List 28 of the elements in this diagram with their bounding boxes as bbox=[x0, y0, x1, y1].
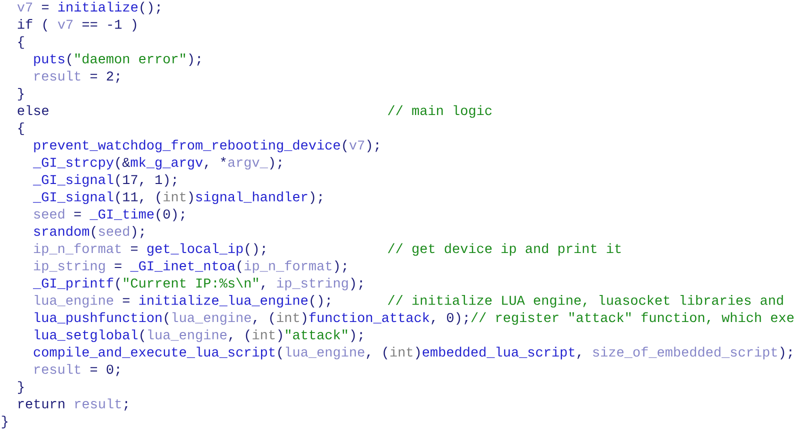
code-line: prevent_watchdog_from_rebooting_device(v7); bbox=[34, 140, 378, 152]
code-line: result = 0; bbox=[34, 364, 120, 376]
code-line: } bbox=[18, 88, 24, 101]
code-line: lua_engine = initialize_lua_engine(); bbox=[34, 294, 330, 308]
code-line: result = 2; bbox=[34, 70, 120, 83]
code-line: _GI_printf("Current IP:%s\n", ip_string); bbox=[32, 278, 362, 290]
code-comment: // get device ip and print it bbox=[388, 243, 621, 256]
code-line: ip_string = _GI_inet_ntoa(ip_n_format); bbox=[34, 260, 346, 274]
code-line: compile_and_execute_lua_script(lua_engine, (int)embedded_lua_script, size_of_embedded_script); bbox=[34, 346, 792, 360]
code-line: } bbox=[18, 381, 24, 394]
code-line: { bbox=[18, 36, 24, 49]
code-comment: // main logic bbox=[388, 105, 492, 118]
code-line: lua_setglobal(lua_engine, (int)"attack"); bbox=[34, 329, 362, 342]
code-line: { bbox=[18, 122, 24, 136]
code-line: else bbox=[18, 105, 48, 116]
code-line: srandom(seed); bbox=[34, 226, 144, 239]
code-line: lua_pushfunction(lua_engine, (int)function_attack, 0);// register "attack" function, which exe bbox=[34, 312, 794, 325]
code-line: if ( v7 == -1 ) bbox=[18, 18, 136, 32]
code-line: _GI_strcpy(&mk_g_argv, *argv_); bbox=[32, 156, 282, 170]
code-line: } bbox=[2, 416, 8, 428]
code-line: v7 = initialize(); bbox=[17, 2, 160, 14]
code-line: return result; bbox=[18, 398, 128, 411]
code-line: ip_n_format = get_local_ip(); bbox=[34, 243, 266, 256]
code-line: _GI_signal(17, 1); bbox=[32, 174, 176, 187]
code-line: puts("daemon error"); bbox=[34, 53, 200, 66]
code-comment: // initialize LUA engine, luasocket libraries and bbox=[388, 294, 783, 308]
code-line: seed = _GI_time(0); bbox=[34, 208, 184, 222]
code-line: _GI_signal(11, (int)signal_handler); bbox=[32, 191, 322, 204]
